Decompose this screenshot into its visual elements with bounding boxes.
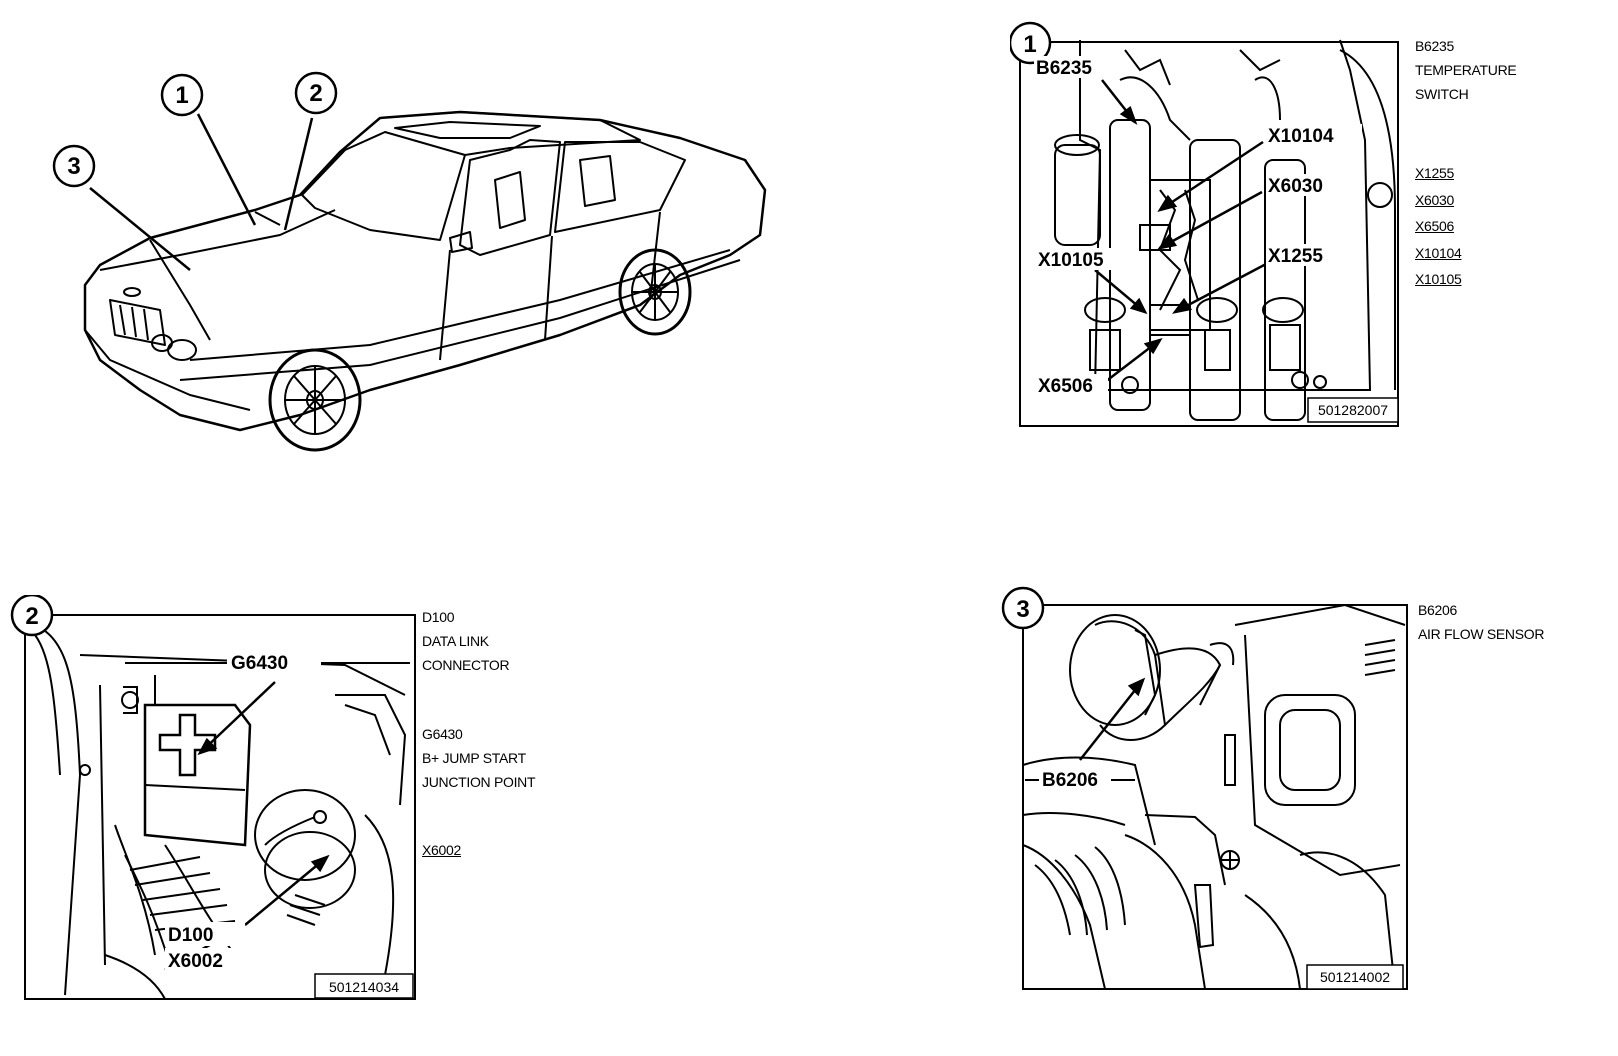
car-overview-drawing: 1 2 3 <box>52 71 767 452</box>
caption-b6206-name: AIR FLOW SENSOR <box>1418 626 1545 642</box>
caption-d100-name-line1: DATA LINK <box>422 633 489 649</box>
connector-x10105: X10105 <box>1415 271 1462 287</box>
car-callout-3-circle <box>52 144 96 188</box>
caption-g6430-name-line1: B+ JUMP START <box>422 750 526 766</box>
caption-d100-code: D100 <box>422 609 455 625</box>
panel-2-connector-list: X6002 <box>422 838 461 862</box>
caption-b6235-code: B6235 <box>1415 38 1454 54</box>
panel-1-label-b6235: B6235 <box>1036 58 1092 79</box>
panel-1-number: 1 <box>1023 31 1036 58</box>
panel-3-air-flow-view: 3 B6206 501214002 <box>1001 586 1408 990</box>
connector-x6030: X6030 <box>1415 191 1454 208</box>
connector-x6002: X6002 <box>422 842 461 858</box>
panel-1-figure-id: 501282007 <box>1318 402 1388 418</box>
panel-2-caption-d100: D100 DATA LINK CONNECTOR <box>422 605 510 677</box>
panel-2-label-x6002: X6002 <box>168 951 223 972</box>
car-callout-1-circle <box>160 73 204 117</box>
panel-1-label-x1255: X1255 <box>1268 246 1323 267</box>
panel-1-label-x10105: X10105 <box>1038 250 1104 271</box>
panel-1-label-x6506: X6506 <box>1038 376 1093 397</box>
panel-1-label-x6030: X6030 <box>1268 176 1323 197</box>
caption-b6235-name-line2: SWITCH <box>1415 86 1469 102</box>
car-callout-2: 2 <box>309 80 322 107</box>
car-callout-2-circle <box>294 71 338 115</box>
connector-x1255: X1255 <box>1415 165 1454 181</box>
panel-3-caption: B6206 AIR FLOW SENSOR <box>1418 598 1544 646</box>
connector-x6506: X6506 <box>1415 218 1454 234</box>
caption-g6430-code: G6430 <box>422 726 463 742</box>
panel-1-connector-list: X1255 X6030 X6506 X10104 X10105 <box>1415 160 1462 293</box>
panel-1-label-x10104: X10104 <box>1268 126 1334 147</box>
panel-3-frame <box>1022 604 1408 990</box>
panel-2-figure-id: 501214034 <box>329 979 399 995</box>
car-callout-3: 3 <box>67 153 80 180</box>
panel-2-label-g6430: G6430 <box>231 653 288 674</box>
panel-3-number: 3 <box>1016 596 1029 623</box>
panel-2-caption-g6430: G6430 B+ JUMP START JUNCTION POINT <box>422 722 536 794</box>
panel-2-number: 2 <box>25 603 38 630</box>
panel-1-caption: B6235 TEMPERATURE SWITCH <box>1415 34 1517 106</box>
panel-2-label-d100: D100 <box>168 925 213 946</box>
caption-g6430-name-line2: JUNCTION POINT <box>422 774 536 790</box>
connector-x10104: X10104 <box>1415 244 1462 261</box>
car-callout-1: 1 <box>175 82 188 109</box>
panel-1-engine-view: 1 B6235 X10104 X6030 X10105 X1255 X6506 … <box>1010 21 1399 427</box>
caption-d100-name-line2: CONNECTOR <box>422 657 510 673</box>
caption-b6206-code: B6206 <box>1418 602 1457 618</box>
panel-2-battery-view: 2 G6430 D100 X6002 501214034 <box>10 595 416 1000</box>
panel-3-figure-id: 501214002 <box>1320 969 1390 985</box>
panel-3-label-b6206: B6206 <box>1042 770 1098 791</box>
caption-b6235-name-line1: TEMPERATURE <box>1415 62 1517 78</box>
